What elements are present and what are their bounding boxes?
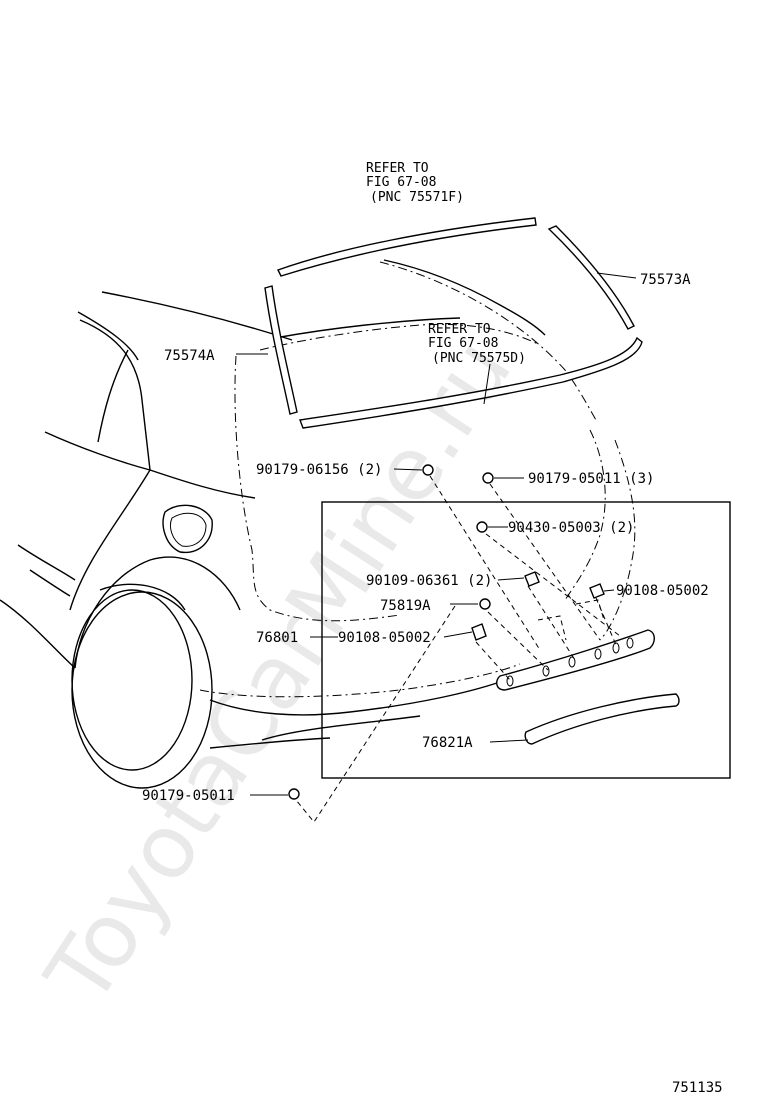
nut-90179-06156 [422, 464, 434, 476]
label-90109-06361: 90109-06361 (2) [366, 573, 492, 589]
label-90108-05002-right: 90108-05002 [616, 583, 709, 599]
nut-90430-05003 [476, 521, 488, 533]
svg-text:(PNC 75575D): (PNC 75575D) [432, 351, 526, 366]
car-body-outline [0, 261, 636, 789]
svg-text:(PNC 75571F): (PNC 75571F) [370, 190, 464, 205]
label-75574a: 75574A [164, 348, 215, 364]
svg-text:FIG 67-08: FIG 67-08 [366, 175, 436, 190]
lower-moulding [299, 336, 643, 429]
svg-text:REFER TO: REFER TO [366, 161, 429, 176]
nut-90179-05011-upper [482, 472, 494, 484]
label-76821a: 76821A [422, 735, 473, 751]
screw-90109-06361 [524, 571, 540, 587]
garnish-76801 [496, 629, 655, 691]
label-90179-05011-3: 90179-05011 (3) [528, 471, 654, 487]
fasteners [288, 464, 605, 800]
assembly-lines [295, 475, 621, 823]
garnish-clip-holes [506, 637, 634, 687]
screw-90108-05002-right [589, 583, 605, 599]
svg-text:REFER TO: REFER TO [428, 322, 491, 337]
label-90108-05002-left: 90108-05002 [338, 630, 431, 646]
side-moulding-75574a [264, 285, 298, 415]
label-90179-06156: 90179-06156 (2) [256, 462, 382, 478]
side-moulding-75573a [547, 225, 635, 330]
refer-note-upper: REFER TO FIG 67-08 (PNC 75571F) [366, 161, 464, 205]
label-76801: 76801 [256, 630, 298, 646]
svg-text:FIG 67-08: FIG 67-08 [428, 336, 498, 351]
label-90430-05003: 90430-05003 (2) [508, 520, 634, 536]
screw-90108-05002-left [471, 623, 487, 641]
upper-roof-moulding [277, 217, 537, 277]
label-90179-05011: 90179-05011 [142, 788, 235, 804]
moulding-76821a [524, 693, 680, 745]
label-75819a: 75819A [380, 598, 431, 614]
detail-box [321, 501, 731, 779]
nut-90179-05011-lower [288, 788, 300, 800]
clip-75819a [479, 598, 491, 610]
label-75573a: 75573A [640, 272, 691, 288]
figure-number: 751135 [672, 1080, 723, 1096]
leader-lines [236, 272, 637, 796]
refer-note-lower: REFER TO FIG 67-08 (PNC 75575D) [428, 322, 526, 366]
window-glass [259, 259, 546, 351]
